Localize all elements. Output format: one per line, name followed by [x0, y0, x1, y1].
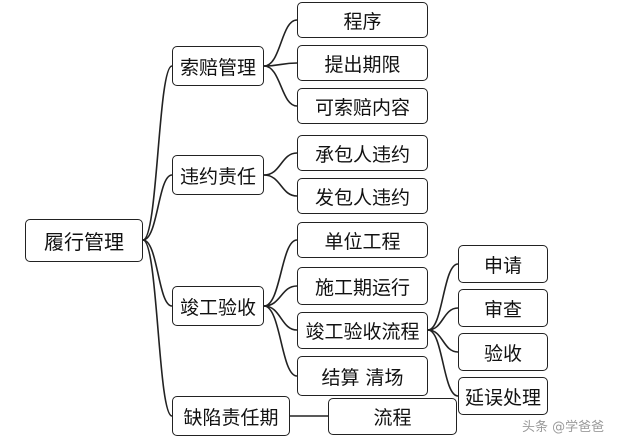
node-operation: 施工期运行 — [297, 267, 428, 305]
edge-claims-claimable — [263, 65, 298, 107]
node-breach: 违约责任 — [172, 155, 264, 195]
edge-breach-contractor — [263, 152, 298, 176]
edge-root-defect — [142, 239, 173, 417]
node-unit-project: 单位工程 — [297, 222, 428, 258]
edge-acceptance-unit — [263, 239, 298, 307]
edge-flow-delay — [427, 329, 459, 397]
edge-root-breach — [142, 174, 173, 241]
edge-acceptance-flow — [263, 305, 298, 331]
node-acceptance-flow: 竣工验收流程 — [297, 312, 428, 349]
edge-acceptance-operation — [263, 285, 298, 307]
node-employer-breach: 发包人违约 — [297, 178, 428, 214]
node-settlement: 结算 清场 — [297, 356, 428, 396]
watermark: 头条 @学爸爸 — [522, 420, 605, 435]
edge-breach-employer — [263, 174, 298, 197]
edge-flow-apply — [427, 263, 459, 331]
node-claimable: 可索赔内容 — [297, 88, 428, 124]
node-apply: 申请 — [458, 245, 548, 283]
node-root: 履行管理 — [25, 219, 143, 262]
node-inspect: 验收 — [458, 333, 548, 371]
node-claims: 索赔管理 — [172, 46, 264, 86]
node-delay: 延误处理 — [458, 377, 548, 415]
node-acceptance: 竣工验收 — [172, 286, 264, 326]
node-deadline: 提出期限 — [297, 45, 428, 81]
edge-acceptance-settlement — [263, 305, 298, 377]
edge-claims-procedure — [263, 19, 298, 67]
edge-flow-review — [427, 307, 459, 331]
node-procedure: 程序 — [297, 2, 428, 38]
node-contractor-breach: 承包人违约 — [297, 135, 428, 171]
node-defect-flow: 流程 — [328, 398, 457, 435]
node-review: 审查 — [458, 289, 548, 327]
node-defect: 缺陷责任期 — [172, 396, 290, 436]
edge-root-claims — [142, 65, 173, 241]
edge-root-acceptance — [142, 239, 173, 307]
